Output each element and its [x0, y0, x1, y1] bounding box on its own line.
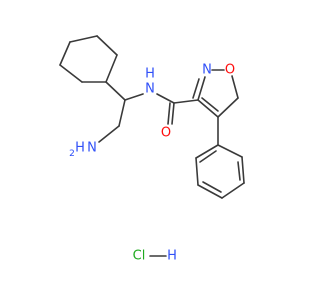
bond [105, 54, 118, 83]
bond [195, 157, 199, 186]
bond [202, 181, 222, 193]
amide-hydrogen-label: H [145, 67, 155, 82]
hydrochloride-salt: Cl H [133, 249, 177, 264]
bond [195, 144, 219, 159]
bond [118, 99, 126, 127]
bond [167, 102, 171, 125]
bond [105, 81, 126, 101]
bond [173, 99, 199, 104]
bond [199, 150, 217, 163]
bond [59, 41, 71, 66]
bond [197, 76, 206, 101]
ring-oxygen-label: O [225, 63, 235, 78]
carbonyl-oxygen-label: O [161, 126, 171, 141]
bond [231, 75, 239, 99]
amide-nh: H N [145, 67, 155, 97]
bond [217, 144, 243, 158]
backbone [98, 81, 175, 143]
bond [192, 78, 200, 99]
bond [241, 156, 245, 184]
bond [124, 93, 144, 101]
bond [197, 184, 223, 199]
cyclohexyl-ring [59, 35, 118, 83]
bond [221, 182, 245, 199]
bond [201, 97, 219, 112]
amine-hydrogen-label: H [75, 141, 85, 156]
bond [98, 125, 120, 143]
salt-hydrogen-label: H [167, 249, 177, 264]
bond [197, 99, 219, 118]
bond [156, 93, 175, 104]
bond [171, 102, 175, 125]
primary-amine: H N 2 [69, 141, 97, 160]
bond [59, 64, 83, 83]
amine-nitrogen-label: N [87, 141, 97, 156]
amide-nitrogen-label: N [145, 82, 155, 97]
ring-nitrogen-label: N [202, 63, 212, 78]
chlorine-label: Cl [133, 249, 146, 264]
isoxazole-ring [173, 69, 239, 118]
amine-subscript-label: 2 [69, 149, 75, 159]
bond [237, 161, 241, 181]
molecule-drawing: H N 2 H N N O O Cl H [59, 35, 245, 264]
bond [69, 35, 98, 43]
phenyl-ring [195, 116, 245, 199]
structure-canvas: H N 2 H N N O O Cl H [59, 35, 245, 264]
bond [96, 35, 118, 56]
bond [217, 97, 239, 118]
